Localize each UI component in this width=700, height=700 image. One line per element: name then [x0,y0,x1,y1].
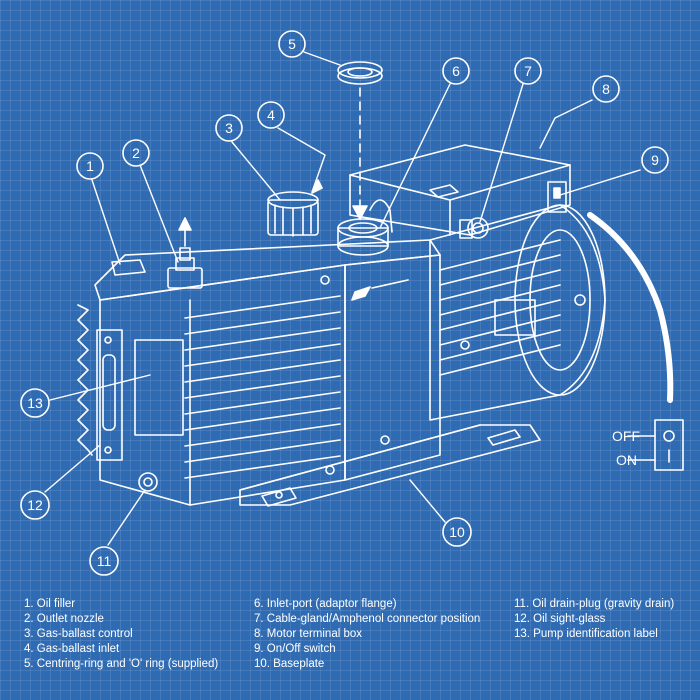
callout-4: 4 [257,101,285,129]
leader-lines [44,51,641,546]
callout-13: 13 [20,388,50,418]
identification-label [134,339,184,436]
legend-item: 9. On/Off switch [254,643,336,655]
svg-text:10: 10 [449,524,465,540]
svg-text:5: 5 [288,36,296,52]
legend-item: 4. Gas-ballast inlet [24,643,120,655]
legend-item: 5. Centring-ring and 'O' ring (supplied) [24,658,219,670]
callout-5: 5 [278,30,306,58]
switch-rocker [553,187,561,199]
centring-ring [337,61,383,220]
legend-item: 12. Oil sight-glass [514,613,606,625]
callout-11: 11 [89,546,119,576]
callout-2: 2 [122,139,150,167]
svg-text:13: 13 [27,395,43,411]
legend-item: 7. Cable-gland/Amphenol connector positi… [254,613,481,625]
legend-column-1: 1. Oil filler 2. Outlet nozzle 3. Gas-ba… [24,597,218,672]
legend-item: 3. Gas-ballast control [24,628,133,640]
svg-text:7: 7 [524,63,532,79]
svg-text:2: 2 [132,145,140,161]
callouts: 1 2 3 4 5 6 7 8 9 10 11 12 13 [20,30,669,576]
off-label: OFF [612,428,640,444]
callout-12: 12 [20,490,50,520]
svg-text:4: 4 [267,107,275,123]
legend-item: 13. Pump identification label [514,628,658,640]
pump-body [77,239,441,506]
svg-text:3: 3 [225,120,233,136]
legend-item: 1. Oil filler [24,598,76,610]
inlet-port [337,199,393,256]
outlet-nozzle [167,217,203,289]
svg-text:6: 6 [452,63,460,79]
svg-text:1: 1 [86,158,94,174]
legend-column-3: 11. Oil drain-plug (gravity drain) 12. O… [514,597,674,642]
legend-column-2: 6. Inlet-port (adaptor flange) 7. Cable-… [254,597,480,672]
legend-item: 10. Baseplate [254,658,325,670]
callout-8: 8 [592,75,620,103]
power-cable [587,212,674,403]
legend-item: 2. Outlet nozzle [24,613,104,625]
onoff-switch [547,181,567,213]
switch-inset [627,419,684,471]
svg-text:11: 11 [97,553,112,569]
legend-item: 11. Oil drain-plug (gravity drain) [514,598,675,610]
cable-gland [459,217,489,239]
svg-text:12: 12 [27,497,43,513]
on-label: ON [616,452,637,468]
baseplate [239,424,541,507]
oil-filler [111,259,146,276]
callout-6: 6 [442,57,470,85]
callout-9: 9 [641,146,669,174]
oil-sight-glass [96,329,123,461]
legend-item: 8. Motor terminal box [254,628,363,640]
callout-3: 3 [215,114,243,142]
gas-ballast-control [267,191,319,237]
oil-drain-plug [138,472,158,492]
callout-1: 1 [76,152,104,180]
legend-item: 6. Inlet-port (adaptor flange) [254,598,397,610]
gas-ballast-inlet-arrow [311,179,323,194]
callout-7: 7 [514,57,542,85]
svg-text:8: 8 [602,81,610,97]
motor [429,204,606,421]
callout-10: 10 [442,517,472,547]
svg-text:9: 9 [651,152,659,168]
